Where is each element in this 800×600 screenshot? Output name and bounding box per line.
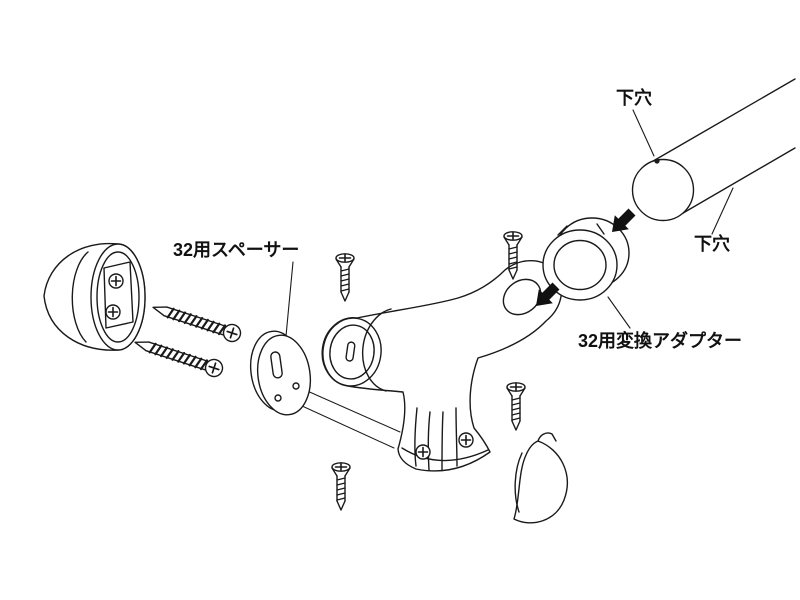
adapter-ring bbox=[542, 217, 630, 301]
leader-adapter bbox=[607, 296, 631, 329]
bell-screw-icon bbox=[415, 444, 431, 460]
pilot-hole-mark bbox=[654, 158, 660, 164]
spacer-plate bbox=[249, 330, 312, 416]
spacer-hole bbox=[274, 394, 282, 402]
leader-pilot-hole-side bbox=[711, 187, 734, 235]
spacer-slot bbox=[270, 351, 283, 379]
cap-inner-screw-icon bbox=[105, 304, 121, 320]
label-spacer: 32用スペーサー bbox=[173, 240, 299, 260]
arrow-pipe-to-adapter-icon bbox=[612, 208, 636, 232]
label-pilot-hole-top: 下穴 bbox=[616, 87, 652, 108]
long-screw bbox=[131, 333, 226, 380]
screw bbox=[506, 381, 526, 431]
body-socket-opening bbox=[502, 278, 542, 316]
cover-cup bbox=[513, 432, 568, 524]
cap-inner-screw-icon bbox=[108, 273, 124, 289]
label-pilot-hole-side: 下穴 bbox=[694, 233, 730, 254]
body-end-slot bbox=[345, 341, 356, 362]
screw-axis-guide-lines bbox=[288, 385, 401, 449]
screw bbox=[335, 253, 355, 302]
bracket-body bbox=[321, 260, 563, 472]
long-screw bbox=[149, 298, 244, 345]
leader-pilot-hole-top bbox=[632, 109, 655, 157]
arrow-adapter-to-body-icon bbox=[536, 282, 560, 306]
bell-screw-icon bbox=[458, 432, 474, 448]
handrail-pipe bbox=[631, 78, 796, 222]
screw bbox=[331, 461, 351, 511]
label-adapter: 32用変換アダプター bbox=[578, 330, 742, 351]
end-cap bbox=[43, 242, 146, 351]
spacer-hole bbox=[292, 382, 300, 390]
leader-spacer bbox=[285, 261, 294, 337]
